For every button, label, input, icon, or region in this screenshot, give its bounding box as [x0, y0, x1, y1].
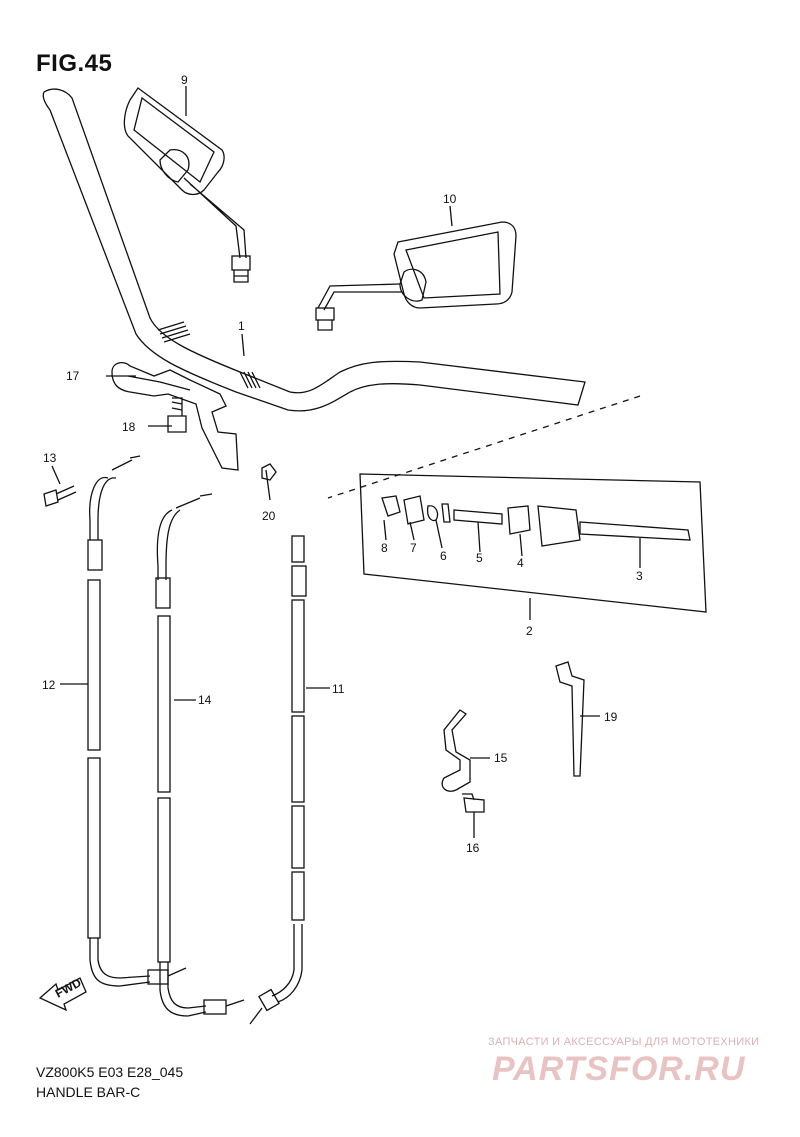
callout-10: 10: [443, 192, 457, 206]
stay-15: [441, 709, 471, 792]
callout-6: 6: [440, 549, 447, 563]
fwd-arrow: FWD: [38, 975, 87, 1012]
bar-end-assembly-box: [359, 473, 707, 613]
cable-14: [155, 493, 245, 1017]
handlebar-knurl-left: [157, 321, 191, 343]
model-code: VZ800K5 E03 E28_045: [36, 1064, 184, 1080]
cable-12: [87, 455, 187, 987]
screw-13: [43, 485, 77, 507]
cable-11: [249, 535, 307, 1025]
callout-15: 15: [494, 751, 508, 765]
watermark-tagline: ЗАПЧАСТИ И АКСЕССУАРЫ ДЛЯ МОТОТЕХНИКИ: [488, 1036, 760, 1048]
callout-13: 13: [43, 451, 57, 465]
callout-14: 14: [198, 693, 212, 707]
callout-12: 12: [42, 678, 56, 692]
handlebar: [42, 88, 586, 412]
mirror-left: [123, 87, 251, 283]
bolt-16: [462, 793, 485, 813]
clip-20: [261, 463, 277, 481]
callout-2: 2: [526, 624, 533, 638]
handlebar-knurl-right: [239, 371, 261, 389]
callout-3: 3: [636, 569, 643, 583]
callout-1: 1: [238, 319, 245, 333]
callout-4: 4: [517, 556, 524, 570]
bolt-18: [167, 397, 187, 433]
mirror-right: [315, 221, 517, 331]
strap-19: [555, 661, 585, 777]
callout-11: 11: [332, 682, 345, 696]
callout-5: 5: [476, 551, 483, 565]
callout-20: 20: [262, 509, 276, 523]
callout-19: 19: [604, 710, 618, 724]
callout-8: 8: [381, 541, 388, 555]
figure-title: FIG.45: [36, 50, 113, 77]
callout-16: 16: [466, 841, 480, 855]
figure-caption: HANDLE BAR-C: [36, 1084, 141, 1100]
watermark-logo: PARTSFOR.RU: [492, 1050, 746, 1088]
callout-17: 17: [66, 369, 80, 383]
callout-18: 18: [122, 420, 136, 434]
callout-9: 9: [181, 73, 188, 87]
callout-7: 7: [410, 541, 417, 555]
cable-holder: [111, 361, 239, 471]
